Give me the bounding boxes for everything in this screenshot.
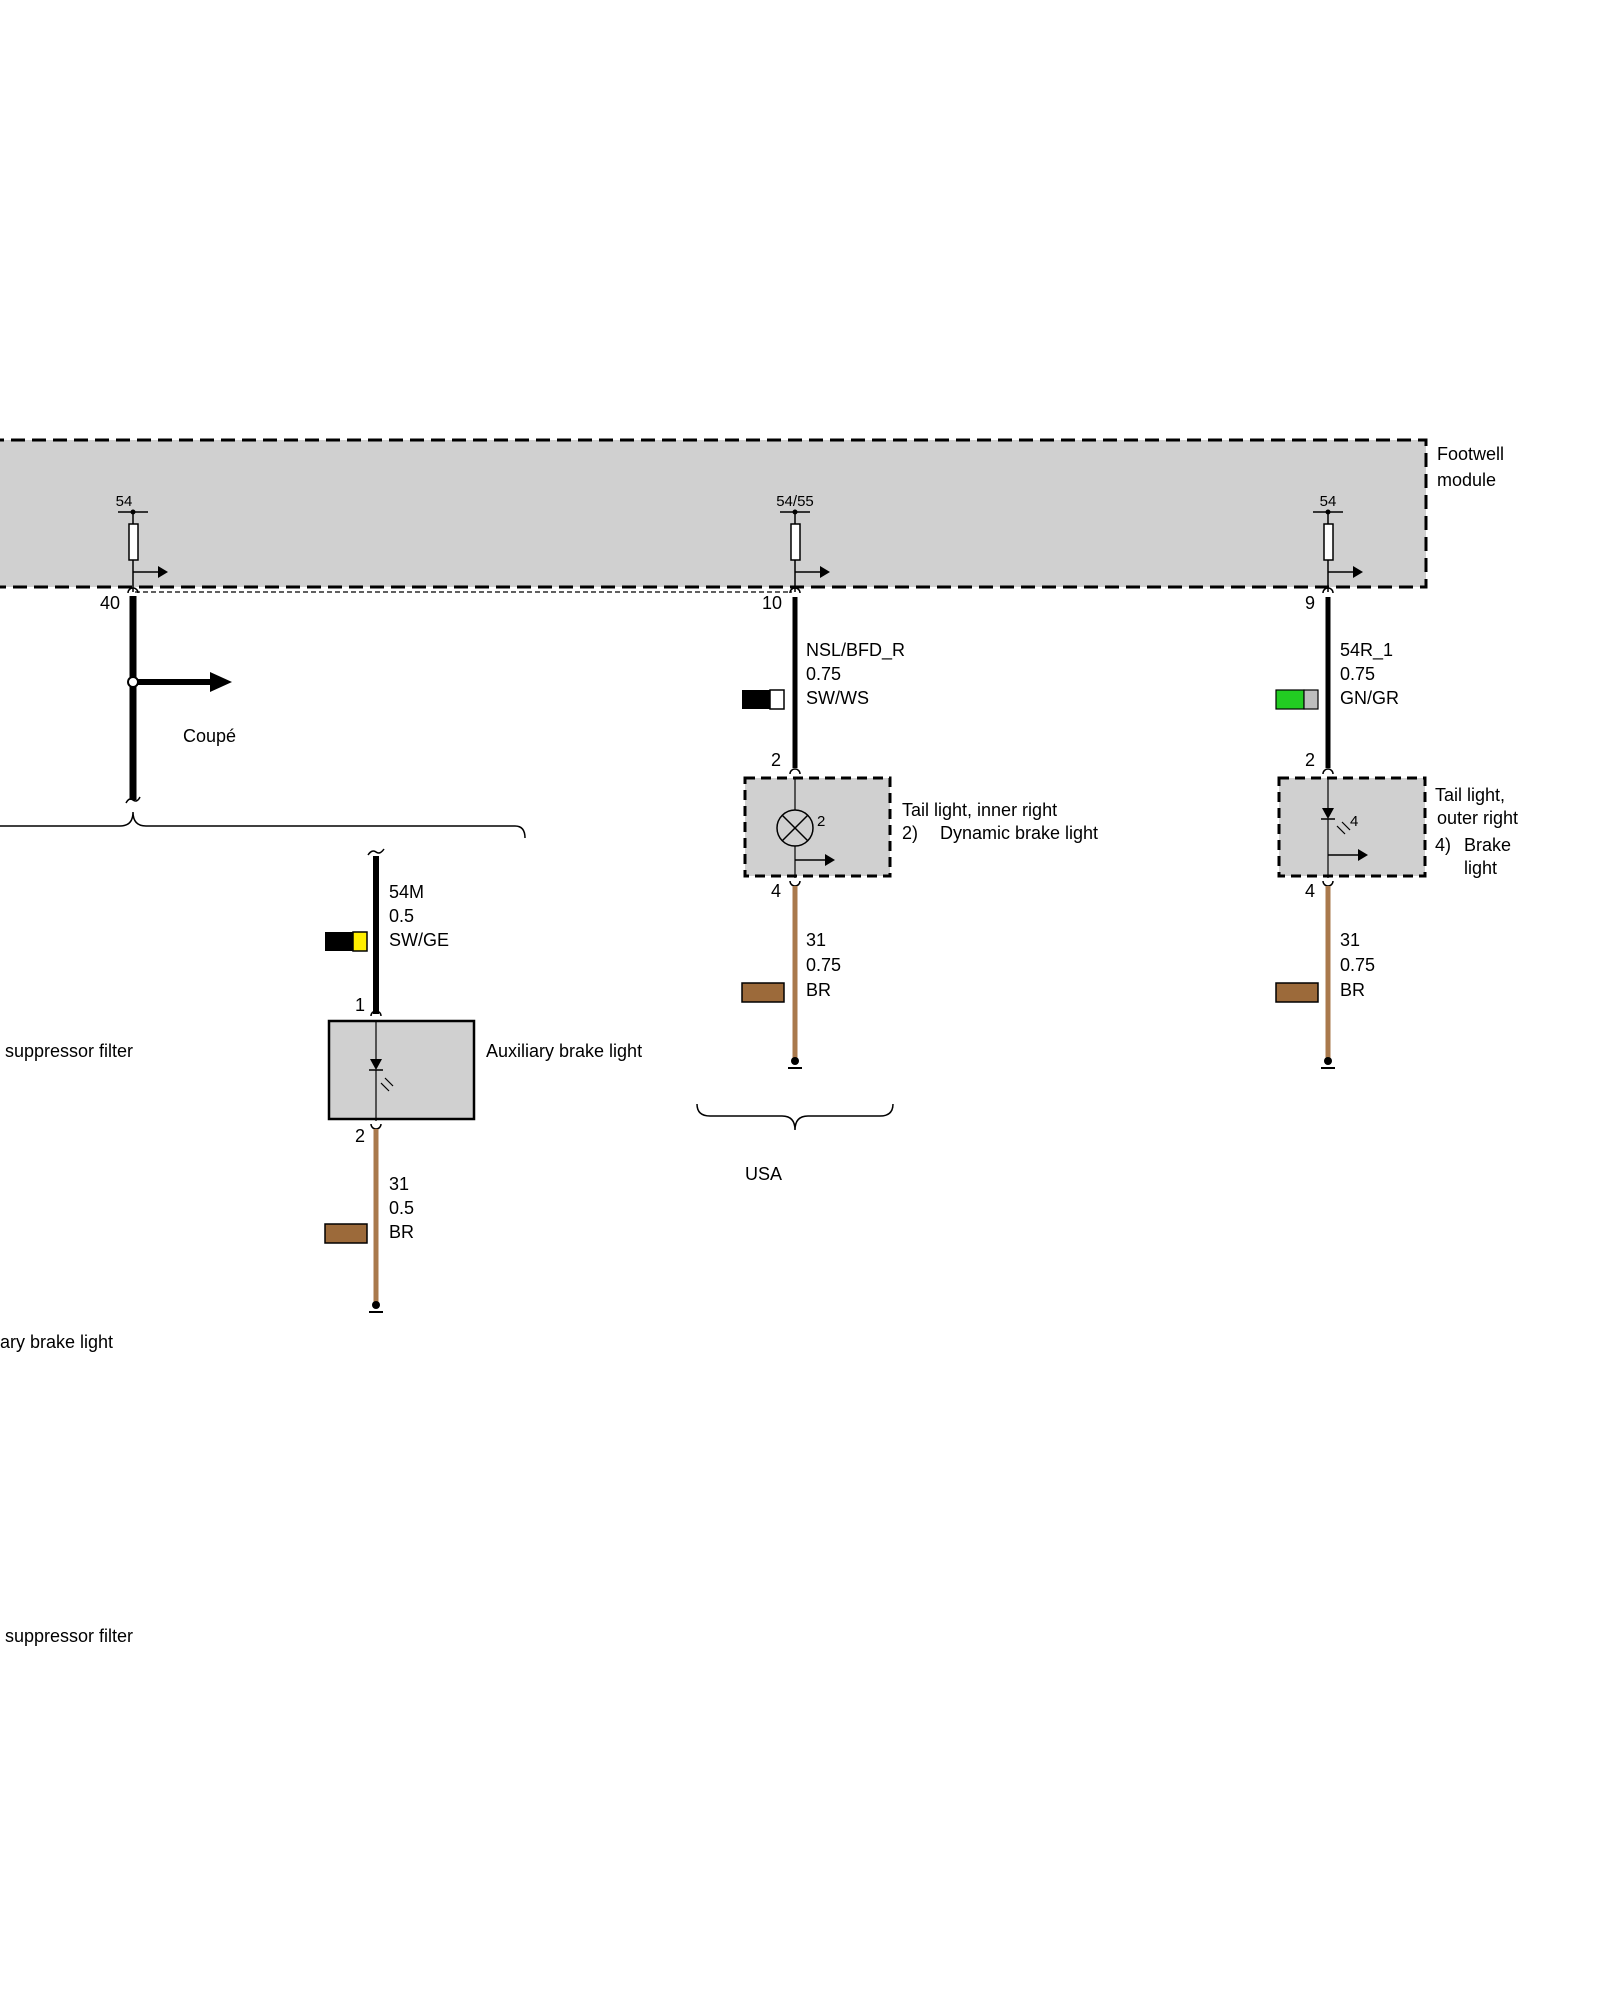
ground-icon — [1324, 1057, 1332, 1065]
footwell-module-name-line1: Footwell — [1437, 444, 1504, 464]
tail-light-outer-title-1: Tail light, — [1435, 785, 1505, 805]
ground-wire-inner: 31 0.75 BR — [741, 880, 841, 1069]
ground-wire-aux: 31 0.5 BR — [324, 1123, 414, 1313]
wire-color-label: SW/WS — [806, 688, 869, 708]
wire-color-label: BR — [389, 1222, 414, 1242]
wire-54m: 54M 0.5 SW/GE 1 — [325, 848, 449, 1017]
wire-color-swatch-primary — [325, 932, 353, 951]
pin-label-top: 2 — [771, 750, 781, 770]
pin-label-top: 2 — [1305, 750, 1315, 770]
wire-color-swatch — [1275, 982, 1319, 1003]
led-icon — [1322, 808, 1334, 819]
wire-pin-9: 54R_1 0.75 GN/GR 2 — [1275, 587, 1399, 775]
wire-color-swatch-secondary — [769, 689, 785, 710]
wire-circuit-label: 31 — [806, 930, 826, 950]
wire-size-label: 0.5 — [389, 1198, 414, 1218]
suppressor-filter-label-2: suppressor filter — [5, 1626, 133, 1646]
usa-label: USA — [745, 1164, 782, 1184]
fuse-icon — [128, 523, 139, 561]
junction-icon — [127, 676, 139, 688]
wire-pin-10: NSL/BFD_R 0.75 SW/WS 2 — [742, 587, 905, 775]
wire-color-label: GN/GR — [1340, 688, 1399, 708]
wire-size-label: 0.75 — [806, 664, 841, 684]
wire-color-swatch-primary — [742, 690, 770, 709]
tail-light-outer-right: 4 Tail light, outer right 4) Brake light… — [1277, 776, 1518, 901]
wire-color-label: BR — [806, 980, 831, 1000]
arrow-icon — [1358, 849, 1368, 861]
terminal-5455-pin-10: 54/55 10 — [762, 493, 830, 613]
usa-group: USA — [696, 1103, 894, 1184]
supply-label-54b: 54 — [1320, 493, 1337, 510]
tail-light-outer-note-num: 4) — [1435, 835, 1451, 855]
wire-size-label: 0.75 — [1340, 955, 1375, 975]
ground-icon — [372, 1301, 380, 1309]
tail-light-outer-note: Brake — [1464, 835, 1511, 855]
arrow-icon — [1353, 566, 1363, 578]
tail-light-inner-title: Tail light, inner right — [902, 800, 1057, 820]
footwell-module-box — [0, 438, 1428, 589]
wire-color-swatch — [741, 982, 785, 1003]
wire-break-icon — [125, 796, 141, 804]
terminal-54-pin-40: 54 40 — [100, 493, 168, 613]
wire-color-swatch-primary — [1275, 689, 1305, 710]
auxiliary-brake-light-box — [327, 1019, 476, 1121]
wire-color-swatch-secondary — [352, 931, 368, 952]
fuse-icon — [790, 523, 801, 561]
wire-circuit-label: 31 — [1340, 930, 1360, 950]
pin-label-10: 10 — [762, 593, 782, 613]
wire-size-label: 0.5 — [389, 906, 414, 926]
pin-label-bottom: 4 — [1305, 881, 1315, 901]
arrow-right-icon — [210, 672, 232, 692]
led-icon — [370, 1059, 382, 1070]
wire-color-swatch-secondary — [1303, 689, 1319, 710]
supply-label-54: 54 — [116, 493, 133, 510]
tail-light-outer-note-2: light — [1464, 858, 1497, 878]
supply-label-5455: 54/55 — [776, 493, 814, 510]
tail-light-inner-right: 2 Tail light, inner right 2) Dynamic bra… — [743, 776, 1098, 901]
fuse-icon — [1323, 523, 1334, 561]
footwell-module-name-line2: module — [1437, 470, 1496, 490]
footwell-module: Footwell module — [0, 438, 1504, 593]
wire-circuit-label: NSL/BFD_R — [806, 640, 905, 661]
inner-pin-label: 4 — [1350, 813, 1358, 830]
tail-light-outer-box — [1277, 776, 1427, 878]
wire-break-icon — [367, 848, 385, 856]
pin-label-9: 9 — [1305, 593, 1315, 613]
ground-icon — [791, 1057, 799, 1065]
arrow-icon — [825, 854, 835, 866]
wire-color-swatch — [324, 1223, 368, 1244]
wire-size-label: 0.75 — [1340, 664, 1375, 684]
pin-label-1: 1 — [355, 995, 365, 1015]
auxiliary-brake-light: Auxiliary brake light 2 — [327, 1019, 642, 1146]
wire-pin-40: Coupé — [125, 587, 236, 804]
tail-light-outer-title-2: outer right — [1437, 808, 1518, 828]
pin-label-bottom: 4 — [771, 881, 781, 901]
wire-circuit-label: 54R_1 — [1340, 640, 1393, 661]
pin-label-40: 40 — [100, 593, 120, 613]
pin-label-2: 2 — [355, 1126, 365, 1146]
auxiliary-brake-light-partial-label: ary brake light — [0, 1332, 113, 1352]
coupe-label: Coupé — [183, 726, 236, 746]
wire-color-label: BR — [1340, 980, 1365, 1000]
inner-pin-label: 2 — [817, 813, 825, 830]
wire-circuit-label: 54M — [389, 882, 424, 902]
auxiliary-brake-light-label: Auxiliary brake light — [486, 1041, 642, 1061]
arrow-icon — [820, 566, 830, 578]
suppressor-filter-label-1: suppressor filter — [5, 1041, 133, 1061]
ground-wire-outer: 31 0.75 BR — [1275, 880, 1375, 1069]
terminal-54-pin-9: 54 9 — [1305, 493, 1363, 613]
wire-circuit-label: 31 — [389, 1174, 409, 1194]
wire-size-label: 0.75 — [806, 955, 841, 975]
tail-light-inner-note: Dynamic brake light — [940, 823, 1098, 843]
wire-color-label: SW/GE — [389, 930, 449, 950]
coupe-brace — [0, 811, 526, 839]
tail-light-inner-note-num: 2) — [902, 823, 918, 843]
arrow-icon — [158, 566, 168, 578]
usa-brace — [696, 1103, 894, 1131]
